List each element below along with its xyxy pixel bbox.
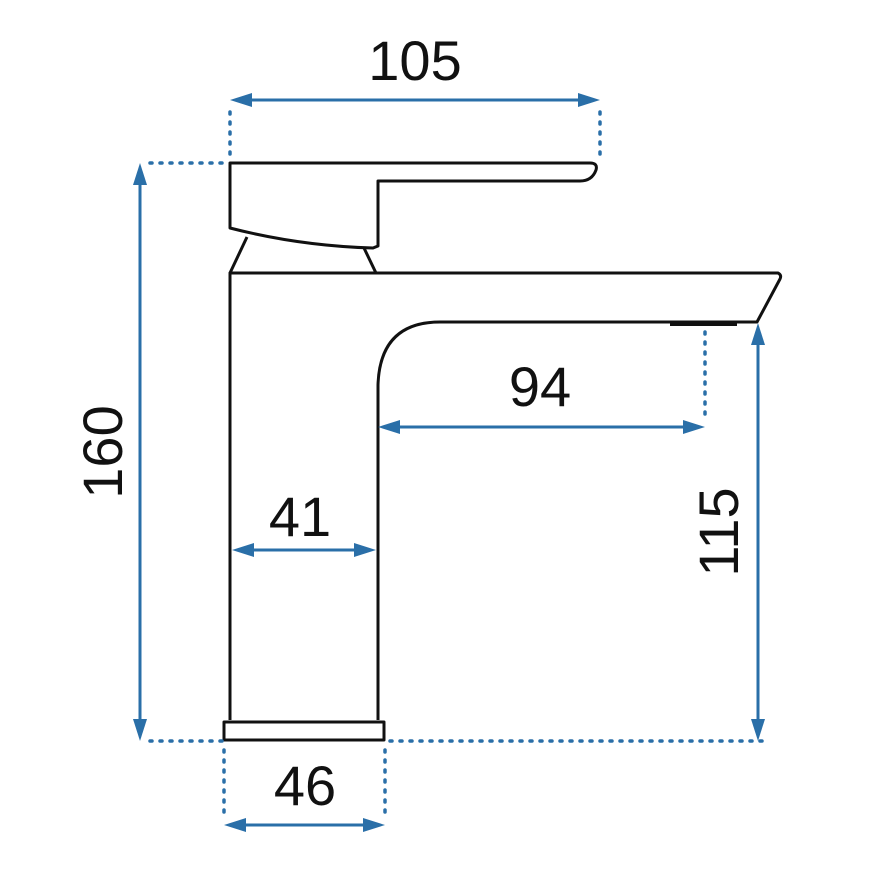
dim-label-115: 115 [687,487,750,576]
dim-label-41: 41 [269,485,331,548]
dimension-lines [133,93,772,832]
aerator [670,321,737,326]
handle-connector [228,236,378,274]
base-plate [222,720,386,742]
dim-label-105: 105 [368,29,461,92]
dim-label-94: 94 [509,355,571,418]
body-and-spout [228,271,783,720]
dim-label-160: 160 [71,405,134,498]
dim-label-46: 46 [274,754,336,817]
faucet-outline [222,161,783,742]
handle [228,161,598,250]
